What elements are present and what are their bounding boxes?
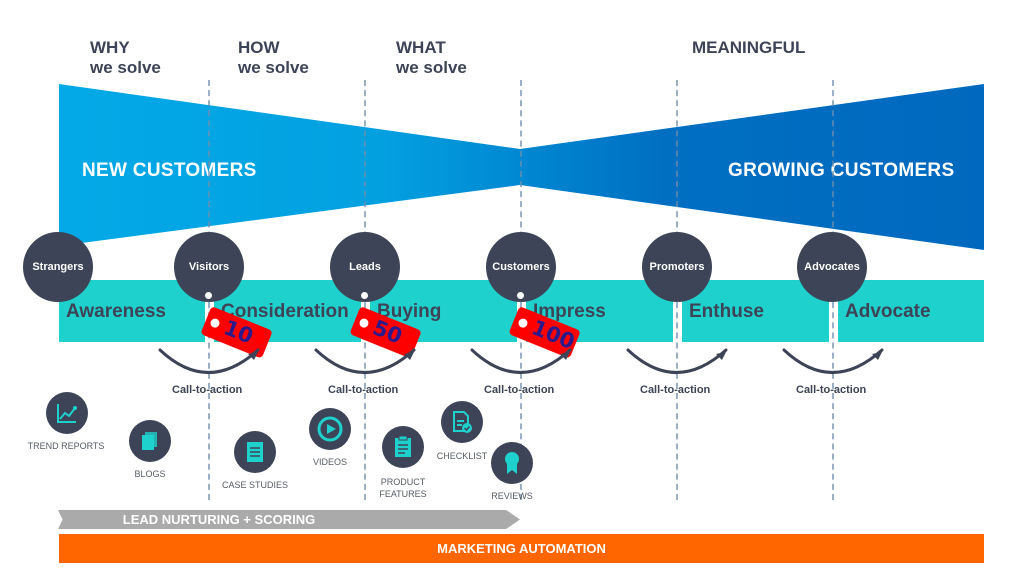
- trend-chart-icon: [46, 392, 88, 434]
- content-label: BLOGS: [134, 469, 166, 479]
- heading-line: WHY: [90, 38, 130, 57]
- content-label: VIDEOS: [312, 457, 347, 467]
- cta-label: Call-to-action: [484, 384, 555, 396]
- persona-customers: Customers: [486, 232, 556, 302]
- new-customers-label: NEW CUSTOMERS: [82, 160, 257, 181]
- column-heading-why: WHY we solve: [90, 38, 161, 78]
- bowtie-funnel: [59, 84, 984, 250]
- tag-hole-icon: [358, 317, 370, 329]
- heading-line: WHAT: [396, 38, 446, 57]
- lead-nurturing-label: LEAD NURTURING + SCORING: [122, 512, 316, 527]
- cta-label: Call-to-action: [328, 384, 399, 396]
- column-heading-what: WHAT we solve: [396, 38, 467, 78]
- content-label: REVIEWS: [491, 491, 533, 501]
- tag-hole-icon: [517, 317, 529, 329]
- cta-label: Call-to-action: [640, 384, 711, 396]
- persona-visitors: Visitors: [174, 232, 244, 302]
- stage-segment-advocate: [838, 280, 984, 342]
- heading-line: we solve: [396, 58, 467, 77]
- award-ribbon-icon: [491, 442, 533, 484]
- checklist-doc-icon: [441, 401, 483, 443]
- heading-line: we solve: [90, 58, 161, 77]
- cta-arc-icon: [470, 348, 572, 374]
- arrowhead-icon: [872, 352, 882, 360]
- arrowhead-icon: [716, 352, 726, 360]
- cta-arc-icon: [314, 348, 416, 374]
- persona-leads: Leads: [330, 232, 400, 302]
- cta-label: Call-to-action: [796, 384, 867, 396]
- tag-hole-icon: [209, 317, 221, 329]
- stage-label-advocate: Advocate: [845, 301, 931, 322]
- persona-strangers: Strangers: [23, 232, 93, 302]
- content-label: PRODUCT FEATURES: [379, 477, 427, 499]
- stage-segment-enthuse: [682, 280, 829, 342]
- stage-label-buying: Buying: [377, 301, 442, 322]
- connector-dot: [517, 292, 524, 299]
- cta-arc-icon: [626, 348, 728, 374]
- heading-line: we solve: [238, 58, 309, 77]
- heading-line: MEANINGFUL: [692, 38, 806, 57]
- stage-label-awareness: Awareness: [66, 301, 166, 322]
- clipboard-icon: [382, 426, 424, 468]
- content-label: CHECKLIST: [436, 451, 488, 461]
- marketing-automation-bar: MARKETING AUTOMATION: [59, 534, 984, 563]
- growing-customers-label: GROWING CUSTOMERS: [728, 160, 955, 181]
- arrowhead-icon: [560, 352, 570, 360]
- stage-label-enthuse: Enthuse: [689, 301, 764, 322]
- persona-advocates: Advocates: [797, 232, 867, 302]
- connector-dot: [361, 292, 368, 299]
- lead-nurturing-bar: LEAD NURTURING + SCORING: [58, 510, 520, 529]
- column-heading-how: HOW we solve: [238, 38, 309, 78]
- persona-promoters: Promoters: [642, 232, 712, 302]
- case-study-doc-icon: [234, 431, 276, 473]
- arrowhead-icon: [404, 352, 414, 360]
- column-heading-meaningful: MEANINGFUL: [692, 38, 805, 58]
- heading-line: HOW: [238, 38, 280, 57]
- blog-pages-icon: [129, 420, 171, 462]
- stage-label-consideration: Consideration: [221, 301, 349, 322]
- arrowhead-icon: [248, 352, 258, 360]
- cta-label: Call-to-action: [172, 384, 243, 396]
- connector-dot: [205, 292, 212, 299]
- cta-arcs: [158, 348, 884, 374]
- content-label: CASE STUDIES: [221, 480, 288, 490]
- cta-arc-icon: [158, 348, 260, 374]
- content-label: TREND REPORTS: [27, 441, 105, 451]
- play-video-icon: [309, 408, 351, 450]
- marketing-automation-label: MARKETING AUTOMATION: [437, 541, 606, 556]
- cta-arc-icon: [782, 348, 884, 374]
- stage-label-impress: Impress: [533, 301, 606, 322]
